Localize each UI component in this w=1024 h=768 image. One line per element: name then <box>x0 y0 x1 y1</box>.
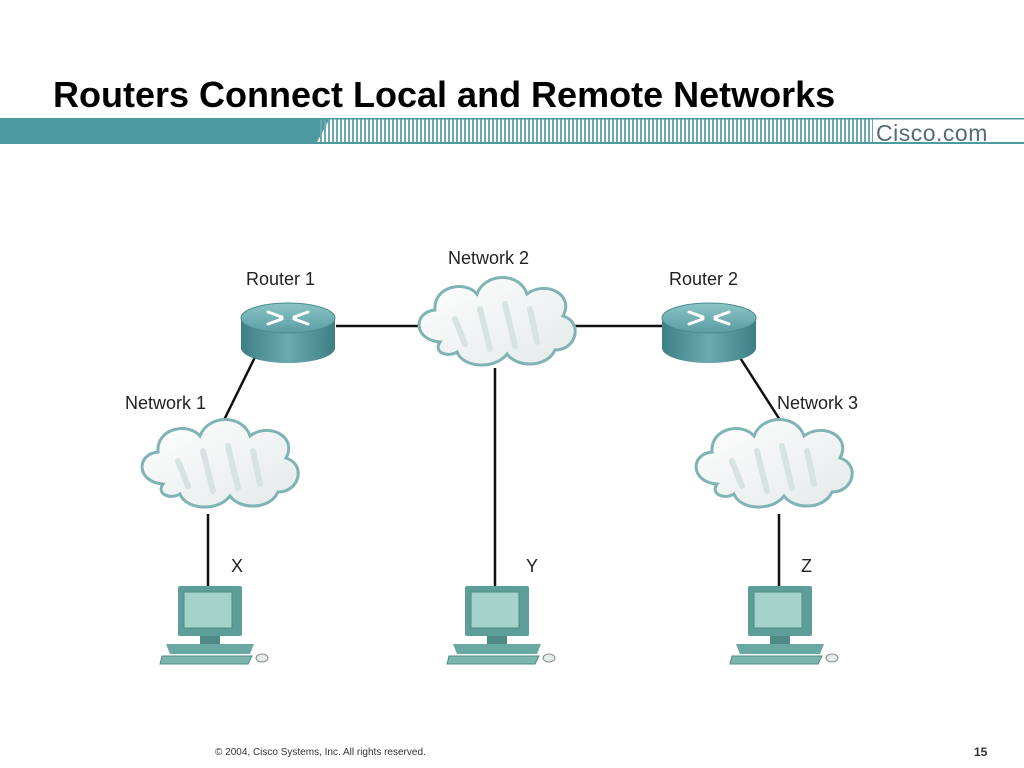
host-z-computer-icon <box>729 585 839 665</box>
header-banner <box>0 118 1024 144</box>
slide-title: Routers Connect Local and Remote Network… <box>53 74 836 115</box>
host-x-label: X <box>231 556 243 576</box>
router2-icon <box>660 301 758 365</box>
network-diagram: Router 1 Router 2 Network 2 Network 1 Ne… <box>112 208 904 698</box>
network3-label: Network 3 <box>777 393 858 413</box>
host-z-label: Z <box>801 556 812 576</box>
link-router1-network1 <box>222 352 259 421</box>
network2-label: Network 2 <box>448 248 529 268</box>
network1-label: Network 1 <box>125 393 206 413</box>
cisco-brand-logo: Cisco.com <box>876 120 988 146</box>
link-router2-network3 <box>735 352 782 421</box>
router1-label: Router 1 <box>246 269 315 289</box>
host-x-computer-icon <box>159 585 269 665</box>
host-y-computer-icon <box>446 585 556 665</box>
page-number: 15 <box>974 745 988 759</box>
copyright-footer: © 2004, Cisco Systems, Inc. All rights r… <box>215 747 426 758</box>
router1-icon <box>239 301 337 365</box>
host-y-label: Y <box>526 556 538 576</box>
router2-label: Router 2 <box>669 269 738 289</box>
network2-cloud-icon <box>419 278 575 366</box>
network3-cloud-icon <box>696 420 852 508</box>
links <box>206 324 782 586</box>
network1-cloud-icon <box>142 420 298 508</box>
